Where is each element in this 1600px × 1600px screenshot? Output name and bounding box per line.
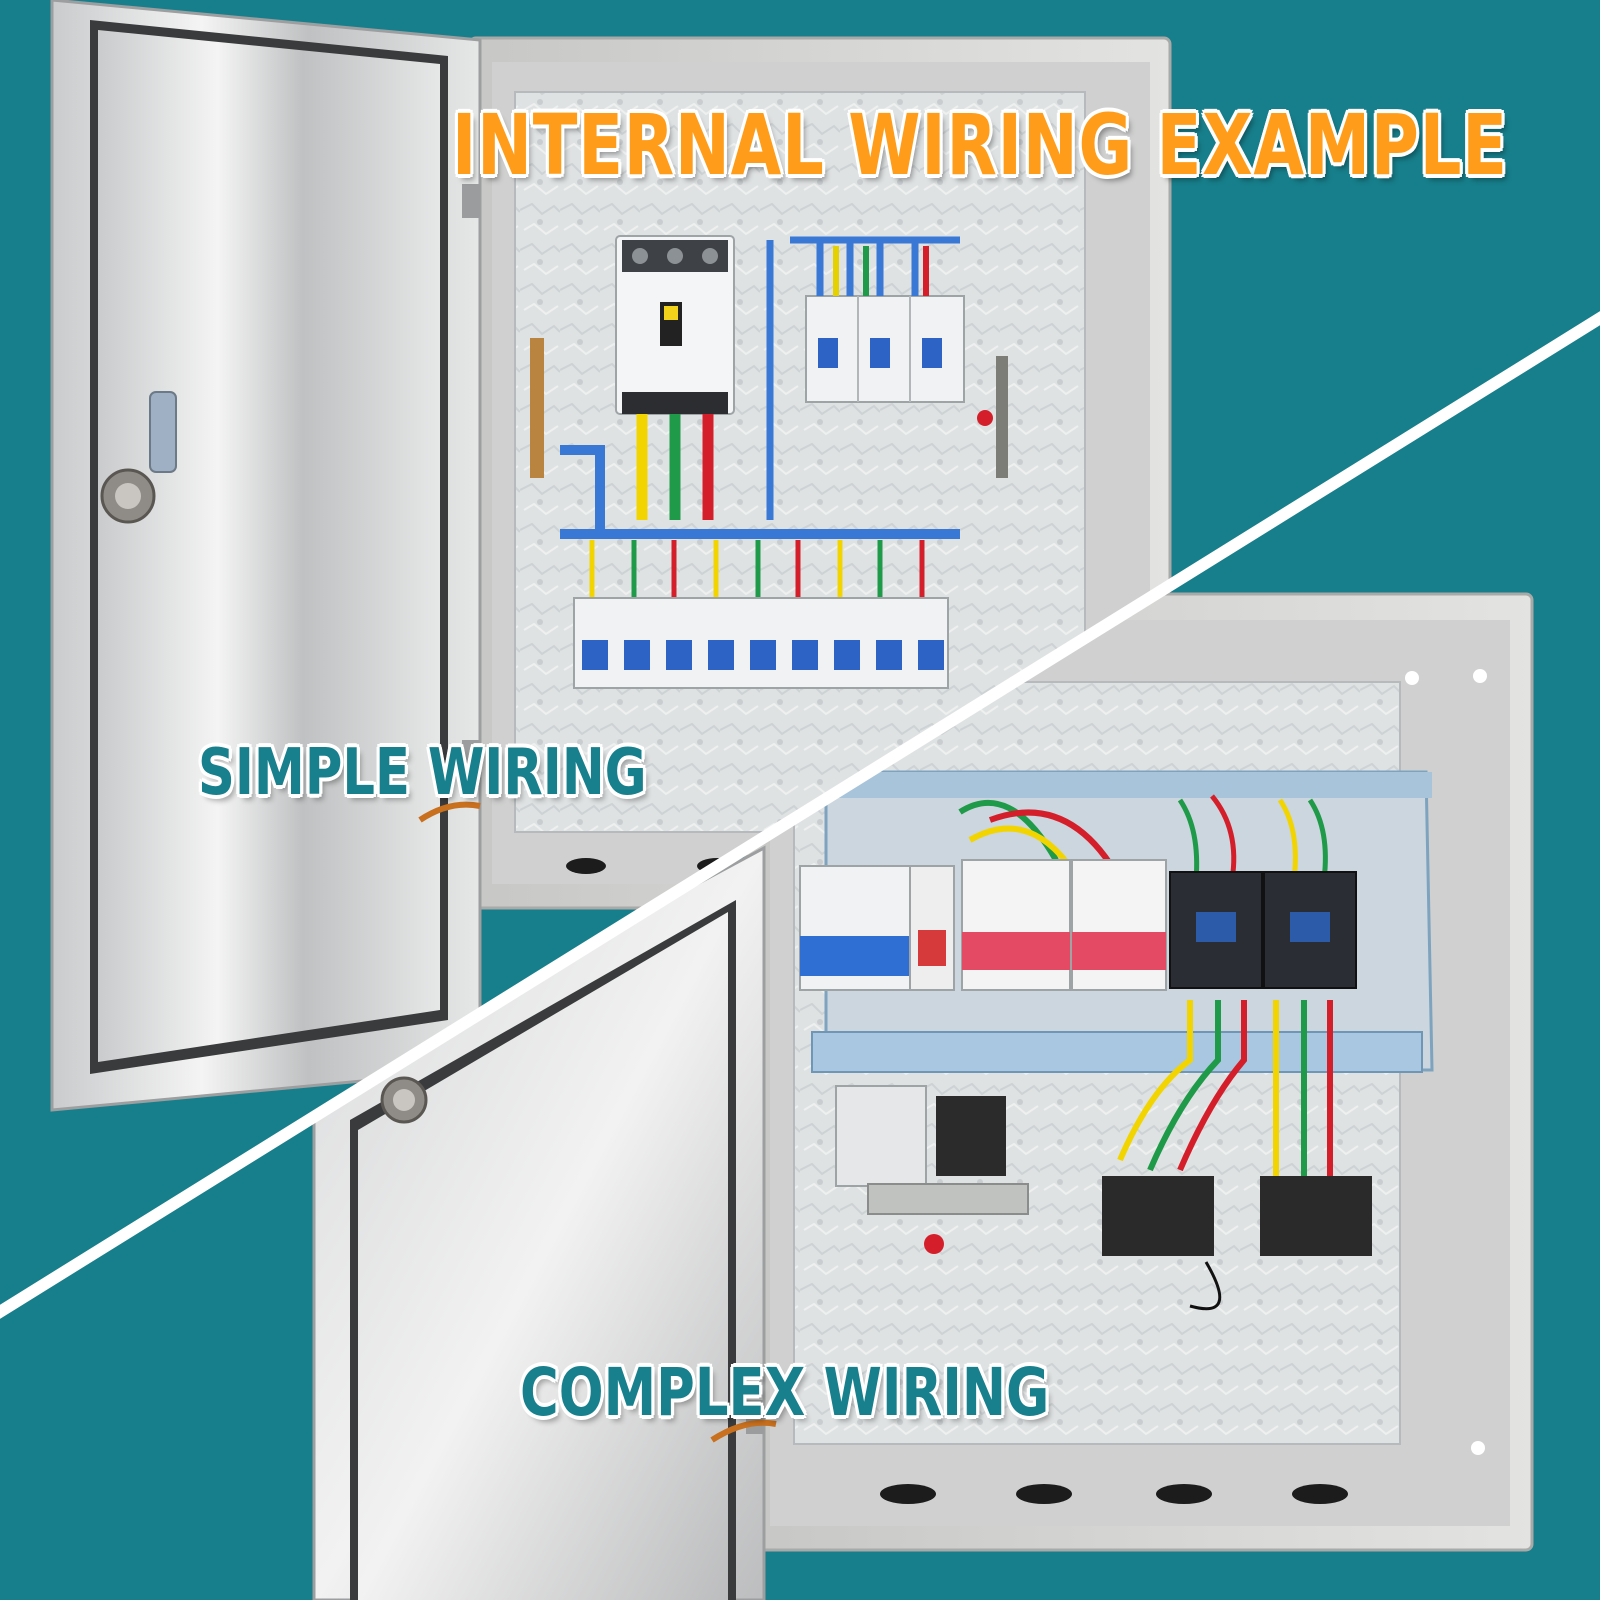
red-breakers bbox=[961, 859, 1167, 991]
contactors bbox=[1169, 871, 1357, 989]
rcbo-group bbox=[805, 295, 965, 403]
open-door-top bbox=[50, 0, 482, 1112]
lower-wiring bbox=[1117, 1000, 1333, 1180]
mcb-row bbox=[573, 597, 949, 689]
label-complex-wiring: COMPLEX WIRING bbox=[520, 1354, 1050, 1431]
diagonal-divider bbox=[0, 311, 1600, 1319]
headline-internal-wiring: INTERNAL WIRING EXAMPLE bbox=[452, 96, 1508, 194]
label-simple-wiring: SIMPLE WIRING bbox=[198, 736, 647, 810]
main-breaker bbox=[615, 235, 735, 415]
mcb-feed-wires bbox=[589, 540, 925, 600]
blue-breaker bbox=[799, 865, 955, 991]
